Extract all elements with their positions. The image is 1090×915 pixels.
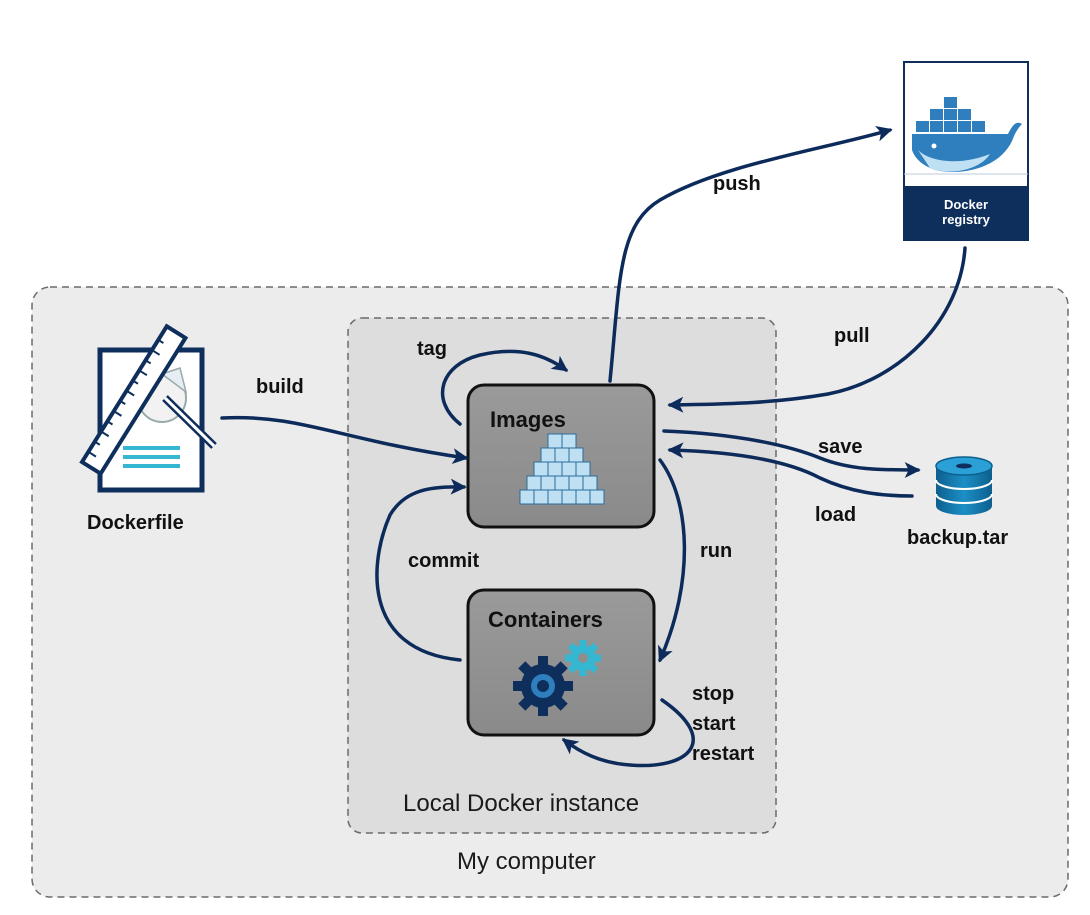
save-label: save [818,436,863,458]
tag-arrow [440,349,569,426]
commit-label: commit [408,550,480,572]
registry-label-line2: registry [942,212,990,227]
run-arrow [658,458,687,663]
registry-label-line1: Docker [943,197,989,212]
local-docker-instance-label: Local Docker instance [403,790,640,817]
dockerfile-icon [79,323,217,493]
pull-label: pull [834,325,870,347]
push-label: push [713,173,761,195]
save-arrow [662,429,921,478]
build-arrow [220,415,469,465]
images-label: Images [490,407,566,432]
run-label: run [700,540,733,562]
containers-label: Containers [488,607,603,632]
dockerfile-label: Dockerfile [87,512,184,534]
commit-arrow [375,478,467,662]
backup-tar-label: backup.tar [907,527,1009,549]
start-label: start [692,713,736,735]
restart-label: restart [692,743,755,765]
push-arrow [608,125,893,383]
load-arrow [667,442,914,498]
docker-registry-icon [903,61,1029,241]
docker-registry-label: Docker registry [904,197,1028,227]
lifecycle-arrow [561,698,695,768]
load-label: load [815,504,857,526]
my-computer-label: My computer [457,848,596,875]
pull-arrow [667,246,967,413]
stop-label: stop [692,683,735,705]
image-layers-icon [519,433,605,505]
build-label: build [256,376,304,398]
database-icon [935,456,993,515]
gears-icon [513,640,601,716]
tag-label: tag [417,338,447,360]
